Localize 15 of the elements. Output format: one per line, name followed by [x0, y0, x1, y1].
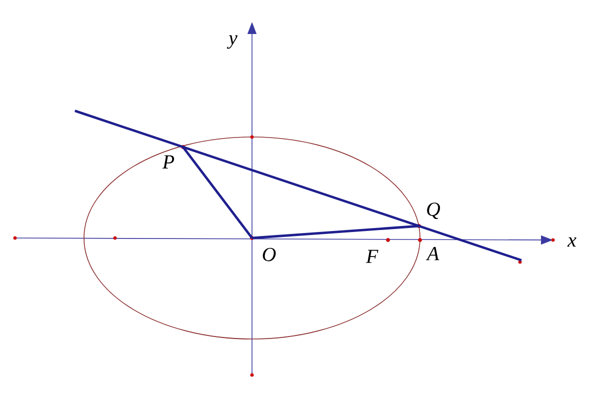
axis-label: y	[226, 35, 238, 49]
point: O	[250, 236, 276, 262]
node-label: Q	[427, 202, 440, 220]
node-label: P	[162, 155, 174, 168]
point: F	[366, 238, 390, 263]
line-segment	[182, 146, 253, 239]
node-label: F	[366, 250, 378, 263]
line-segment	[252, 224, 420, 240]
point: A	[418, 238, 440, 260]
line-segment	[182, 146, 420, 228]
point: Q	[417, 202, 440, 228]
point: P	[162, 145, 185, 168]
node-label: O	[262, 248, 276, 262]
axis-label: x	[567, 237, 576, 247]
node-label: A	[426, 247, 440, 260]
